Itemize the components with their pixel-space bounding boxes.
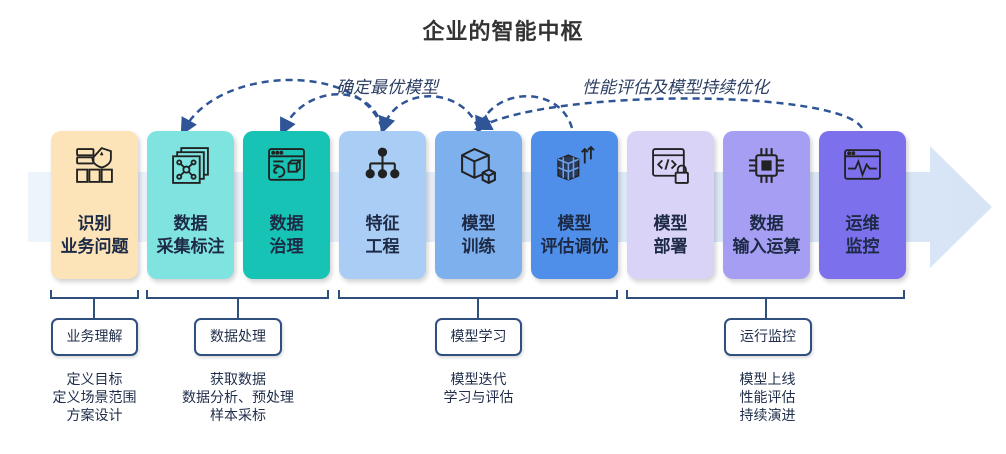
step-card-monitor: 运维监控 [819,131,906,279]
data-layers-icon [172,147,209,184]
loop-arrow-eval-to-train [475,95,574,135]
step-label: 特征工程 [365,214,400,257]
step-card-compute: 数据输入运算 [723,131,810,279]
step-label: 数据治理 [269,214,304,257]
loop-arrow-feature-to-govern [280,93,384,136]
group-model-desc: 模型迭代学习与评估 [443,372,514,406]
group-business: 业务理解 [51,318,138,356]
bracket-model [338,290,618,318]
monitor-pulse-icon [844,149,881,180]
step-label: 数据采集标注 [156,214,225,257]
loop-arrow-feature-to-collect [180,78,384,136]
step-label: 识别业务问题 [60,214,129,257]
server-shield-icon [76,147,113,183]
chip-icon [749,148,784,183]
step-card-govern: 数据治理 [243,131,330,279]
step-label: 模型部署 [653,214,688,257]
annotation-eval-optimize: 性能评估及模型持续优化 [582,78,769,98]
step-card-train: 模型训练 [435,131,522,279]
step-card-identify: 识别业务问题 [51,131,138,279]
group-ops: 运行监控 [724,318,812,356]
group-data: 数据处理 [194,318,282,356]
hierarchy-icon [365,147,400,179]
data-window-icon [268,148,305,181]
code-lock-icon [652,148,689,184]
step-label: 模型评估调优 [540,214,609,257]
cubes-arrows-icon [557,145,595,181]
group-data-desc: 获取数据数据分析、预处理样本采标 [182,372,294,424]
step-card-feature: 特征工程 [339,131,426,279]
step-label: 模型训练 [461,214,496,257]
bracket-business [50,290,139,318]
step-card-deploy: 模型部署 [627,131,714,279]
group-brackets [50,290,905,318]
step-label: 数据输入运算 [732,214,801,257]
step-card-evaluate: 模型评估调优 [531,131,618,279]
loop-arrow-train-to-feature [378,95,480,135]
diagram-title: 企业的智能中枢 [422,20,584,45]
bracket-data [146,290,329,318]
group-ops-desc: 模型上线性能评估持续演进 [739,372,796,424]
bracket-ops [626,290,905,318]
step-label: 运维监控 [845,214,880,257]
cube-icon [461,147,496,185]
step-card-collect: 数据采集标注 [147,131,234,279]
group-business-desc: 定义目标定义场景范围方案设计 [52,372,137,424]
loop-arrow-monitor-to-train [474,97,864,131]
annotation-best-model: 确定最优模型 [336,78,438,98]
group-model: 模型学习 [435,318,522,356]
